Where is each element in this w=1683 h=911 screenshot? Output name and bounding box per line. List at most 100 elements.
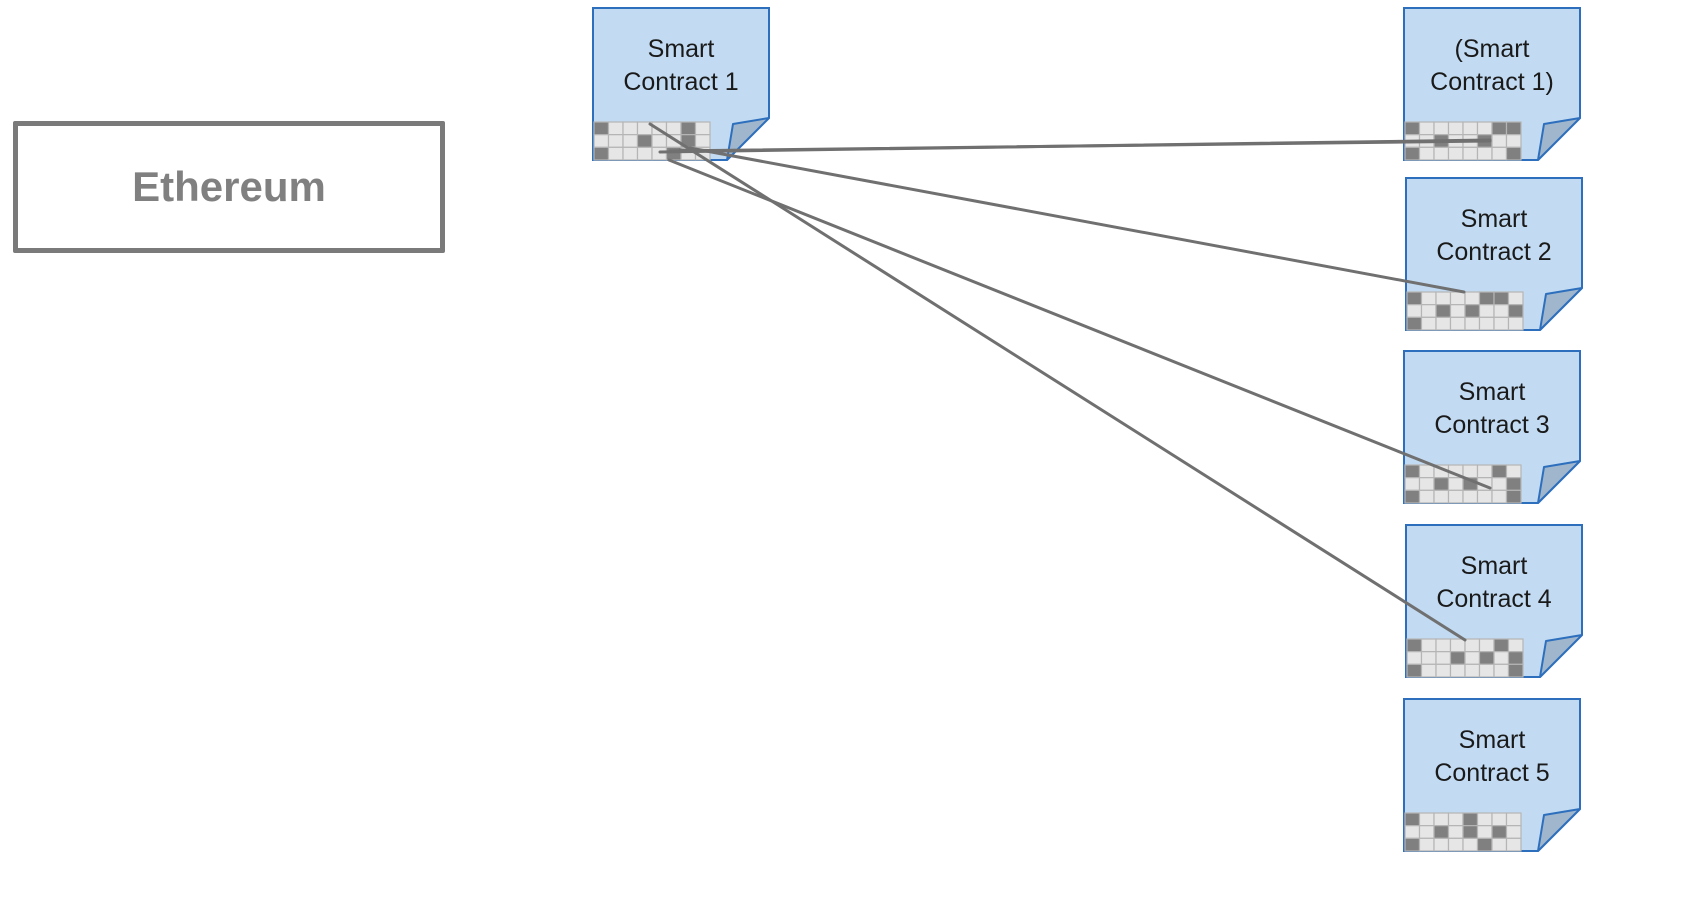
bytecode-cell — [1476, 489, 1493, 504]
bytecode-cell — [1435, 651, 1452, 665]
bytecode-cell — [1404, 464, 1421, 479]
bytecode-cell — [680, 121, 697, 136]
bytecode-cell — [1505, 477, 1522, 491]
contract-label-line1: (Smart — [1455, 35, 1530, 63]
bytecode-cell — [1420, 638, 1437, 653]
bytecode-cell — [1491, 825, 1508, 839]
bytecode-cell — [593, 134, 610, 148]
document-fold — [1537, 460, 1581, 504]
bytecode-cell — [1420, 291, 1437, 306]
bytecode-cell — [1418, 146, 1435, 161]
bytecode-cell — [1476, 812, 1493, 827]
contract-label-line2: Contract 2 — [1436, 238, 1551, 266]
bytecode-cell — [1478, 638, 1495, 653]
bytecode-cell — [1406, 651, 1423, 665]
bytecode-cell — [607, 146, 624, 161]
bytecode-cell — [1478, 663, 1495, 678]
bytecode-cell — [1505, 121, 1522, 136]
bytecode-cell — [1433, 825, 1450, 839]
bytecode-cell — [1462, 489, 1479, 504]
bytecode-cell — [1418, 837, 1435, 852]
bytecode-cell — [651, 134, 668, 148]
bytecode-cell — [1418, 825, 1435, 839]
contract-label-line2: Contract 3 — [1434, 411, 1549, 439]
bytecode-cell — [1491, 812, 1508, 827]
bytecode-cell — [1433, 837, 1450, 852]
bytecode-cell — [1491, 146, 1508, 161]
bytecode-cell — [1406, 291, 1423, 306]
bytecode-cell — [1435, 304, 1452, 318]
bytecode-cell — [1476, 146, 1493, 161]
document-fold — [1539, 634, 1583, 678]
contract-label-line1: Smart — [1461, 205, 1528, 233]
bytecode-cell — [1476, 837, 1493, 852]
call-connector — [658, 138, 1492, 154]
bytecode-cell — [1493, 291, 1510, 306]
call-connector — [648, 122, 1467, 642]
bytecode-cell — [622, 146, 639, 161]
bytecode-cell — [1478, 651, 1495, 665]
bytecode-cell — [1418, 812, 1435, 827]
bytecode-cell — [1491, 464, 1508, 479]
bytecode-cell — [1462, 837, 1479, 852]
bytecode-cell — [1491, 134, 1508, 148]
bytecode-cell — [1505, 489, 1522, 504]
bytecode-cell — [1476, 121, 1493, 136]
bytecode-cell — [1493, 316, 1510, 331]
bytecode-cell — [1435, 663, 1452, 678]
bytecode-cell — [1476, 825, 1493, 839]
bytecode-cell — [636, 146, 653, 161]
bytecode-cell — [1418, 489, 1435, 504]
bytecode-cell — [622, 134, 639, 148]
bytecode-cell — [1507, 638, 1524, 653]
bytecode-cell — [1493, 304, 1510, 318]
bytecode-cell — [1507, 663, 1524, 678]
bytecode-cell — [1462, 812, 1479, 827]
bytecode-cell — [1493, 651, 1510, 665]
bytecode-cell — [1491, 477, 1508, 491]
bytecode-cell — [593, 121, 610, 136]
bytecode-cell — [1418, 464, 1435, 479]
bytecode-cell — [1478, 291, 1495, 306]
bytecode-cell — [1447, 121, 1464, 136]
bytecode-cell — [1464, 291, 1481, 306]
bytecode-cell — [1449, 304, 1466, 318]
bytecode-cell — [1449, 651, 1466, 665]
bytecode-cell — [1447, 489, 1464, 504]
bytecode-cell — [1491, 121, 1508, 136]
bytecode-grid — [1404, 464, 1522, 504]
contract-label-line1: Smart — [1459, 726, 1526, 754]
bytecode-cell — [1404, 477, 1421, 491]
call-connector — [678, 148, 737, 153]
bytecode-cell — [1505, 837, 1522, 852]
bytecode-grid — [1404, 121, 1522, 161]
bytecode-cell — [1447, 477, 1464, 491]
bytecode-cell — [1493, 663, 1510, 678]
bytecode-grid — [1406, 638, 1524, 678]
bytecode-cell — [1505, 812, 1522, 827]
bytecode-cell — [1435, 291, 1452, 306]
bytecode-cell — [651, 146, 668, 161]
bytecode-cell — [1418, 477, 1435, 491]
bytecode-cell — [1507, 291, 1524, 306]
bytecode-cell — [1449, 316, 1466, 331]
ethereum-label: Ethereum — [132, 163, 326, 210]
bytecode-grid — [593, 121, 711, 161]
bytecode-cell — [1478, 304, 1495, 318]
bytecode-cell — [1507, 316, 1524, 331]
bytecode-cell — [1447, 146, 1464, 161]
contract-label-line2: Contract 4 — [1436, 585, 1551, 613]
bytecode-cell — [1404, 825, 1421, 839]
bytecode-cell — [1491, 837, 1508, 852]
bytecode-cell — [1420, 663, 1437, 678]
bytecode-cell — [636, 134, 653, 148]
bytecode-cell — [1464, 651, 1481, 665]
contract-connections — [648, 122, 1492, 642]
bytecode-cell — [1505, 825, 1522, 839]
bytecode-cell — [1404, 837, 1421, 852]
bytecode-cell — [1464, 638, 1481, 653]
contract-label-line1: Smart — [648, 35, 715, 63]
